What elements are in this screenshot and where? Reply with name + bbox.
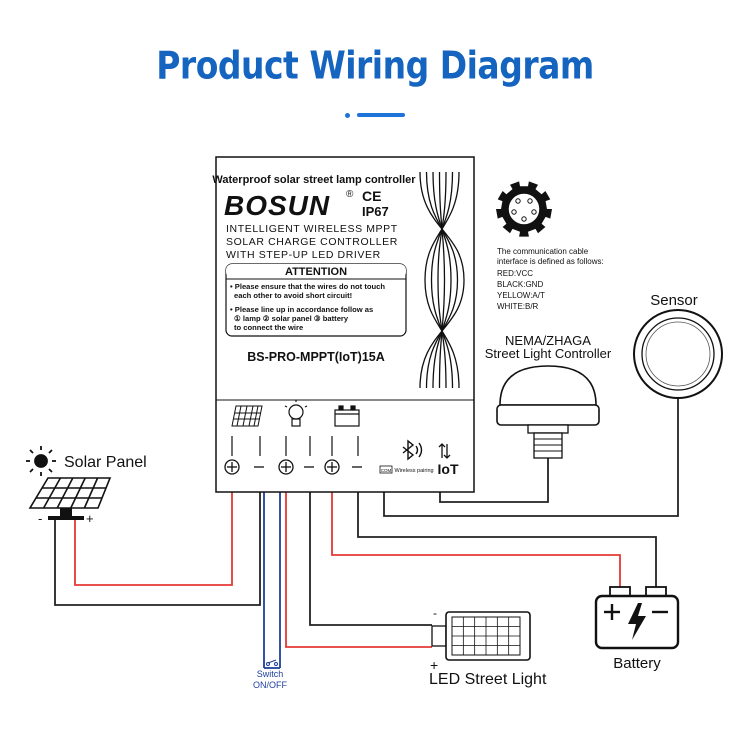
battery-positive-wire (331, 478, 621, 587)
comm-yellow: YELLOW:A/T (497, 291, 545, 300)
comm-red: RED:VCC (497, 269, 533, 278)
nema-controller: NEMA/ZHAGA Street Light Controller (485, 333, 612, 459)
solar-positive-wire (74, 478, 233, 586)
twisted-wire-strand (430, 171, 454, 389)
solar-panel-label: Solar Panel (64, 454, 147, 471)
bluetooth-icon (402, 439, 423, 461)
battery-terminal-icon (334, 405, 360, 427)
twisted-wire-strand (419, 171, 465, 389)
terminal-signs (224, 459, 362, 475)
sensor-label: Sensor (650, 292, 698, 309)
note-line-3: • Please line up in accordance follow as (230, 305, 373, 314)
twisted-wire-strand (432, 171, 452, 389)
twisted-wire-strand (438, 171, 446, 389)
nema-label-1: NEMA/ZHAGA (505, 333, 591, 348)
led-negative-wire (309, 478, 432, 626)
nema-label-2: Street Light Controller (485, 346, 612, 361)
solar-panel: Solar Panel - + (26, 446, 147, 526)
brand-logo: BOSUN (224, 190, 330, 221)
panel-grid-line (56, 477, 74, 509)
panel-grid-line (83, 477, 99, 509)
wires (54, 398, 679, 668)
lamp-terminal-icon (284, 400, 308, 427)
com-label: COM (381, 468, 392, 473)
desc-line-2: SOLAR CHARGE CONTROLLER (226, 236, 398, 248)
note-line-1: • Please ensure that the wires do not to… (230, 282, 385, 291)
controller-header: Waterproof solar street lamp controller (212, 174, 416, 186)
comm-intro-2: interface is defined as follows: (497, 257, 604, 266)
comm-connector: The communication cable interface is def… (496, 181, 604, 311)
sensor: Sensor (633, 292, 723, 399)
led-positive-wire (285, 478, 432, 648)
solar-minus: - (38, 511, 42, 526)
wireless-pairing-label: Wireless pairing (394, 468, 433, 474)
solar-panel-terminal-icon (231, 405, 263, 427)
led-plus: + (430, 657, 438, 673)
model-number: BS-PRO-MPPT(IoT)15A (247, 350, 385, 364)
controller: Waterproof solar street lamp controller … (212, 156, 475, 493)
panel-grid-line (42, 477, 62, 509)
sun-icon (26, 446, 56, 476)
desc-line-1: INTELLIGENT WIRELESS MPPT (226, 223, 398, 235)
led-cells (452, 617, 520, 655)
brand-registered: ® (346, 189, 354, 200)
solar-panel-cells (36, 477, 106, 509)
note-line-4: ① lamp ② solar panel ③ battery (234, 314, 349, 323)
title-accent-dot (345, 113, 350, 118)
led-street-light-label: LED Street Light (429, 671, 547, 688)
led-street-light: - + LED Street Light (429, 606, 547, 688)
comm-intro-1: The communication cable (497, 247, 589, 256)
switch: Switch ON/OFF (253, 659, 287, 690)
twisted-wire-strand (424, 171, 460, 389)
solar-negative-wire (54, 478, 261, 606)
switch-label-2: ON/OFF (253, 680, 287, 690)
note-line-5: to connect the wire (234, 323, 303, 332)
iot-arrows-icon (438, 443, 451, 459)
comm-white: WHITE:B/R (497, 302, 539, 311)
ce-mark: CE (362, 188, 381, 204)
led-minus: - (433, 606, 437, 620)
note-line-2: each other to avoid short circuit! (234, 291, 352, 300)
switch-label-1: Switch (257, 669, 284, 679)
twisted-wire-strand (437, 171, 447, 389)
desc-line-3: WITH STEP-UP LED DRIVER (226, 249, 381, 261)
sensor-wire (383, 398, 679, 517)
page-title: Product Wiring Diagram (156, 43, 594, 88)
twisted-wire-graphic (419, 171, 465, 389)
twisted-wire-strand (425, 171, 459, 389)
attention-heading: ATTENTION (285, 266, 347, 278)
panel-grid-line (70, 477, 86, 509)
comm-black: BLACK:GND (497, 280, 543, 289)
battery: Battery (594, 586, 680, 672)
terminal-block (231, 436, 359, 456)
battery-label: Battery (613, 655, 661, 672)
title-accent-bar (357, 113, 405, 117)
battery-negative-wire (357, 478, 657, 587)
ip-rating: IP67 (362, 204, 389, 219)
solar-plus: + (86, 511, 94, 526)
iot-label: IoT (438, 461, 459, 477)
